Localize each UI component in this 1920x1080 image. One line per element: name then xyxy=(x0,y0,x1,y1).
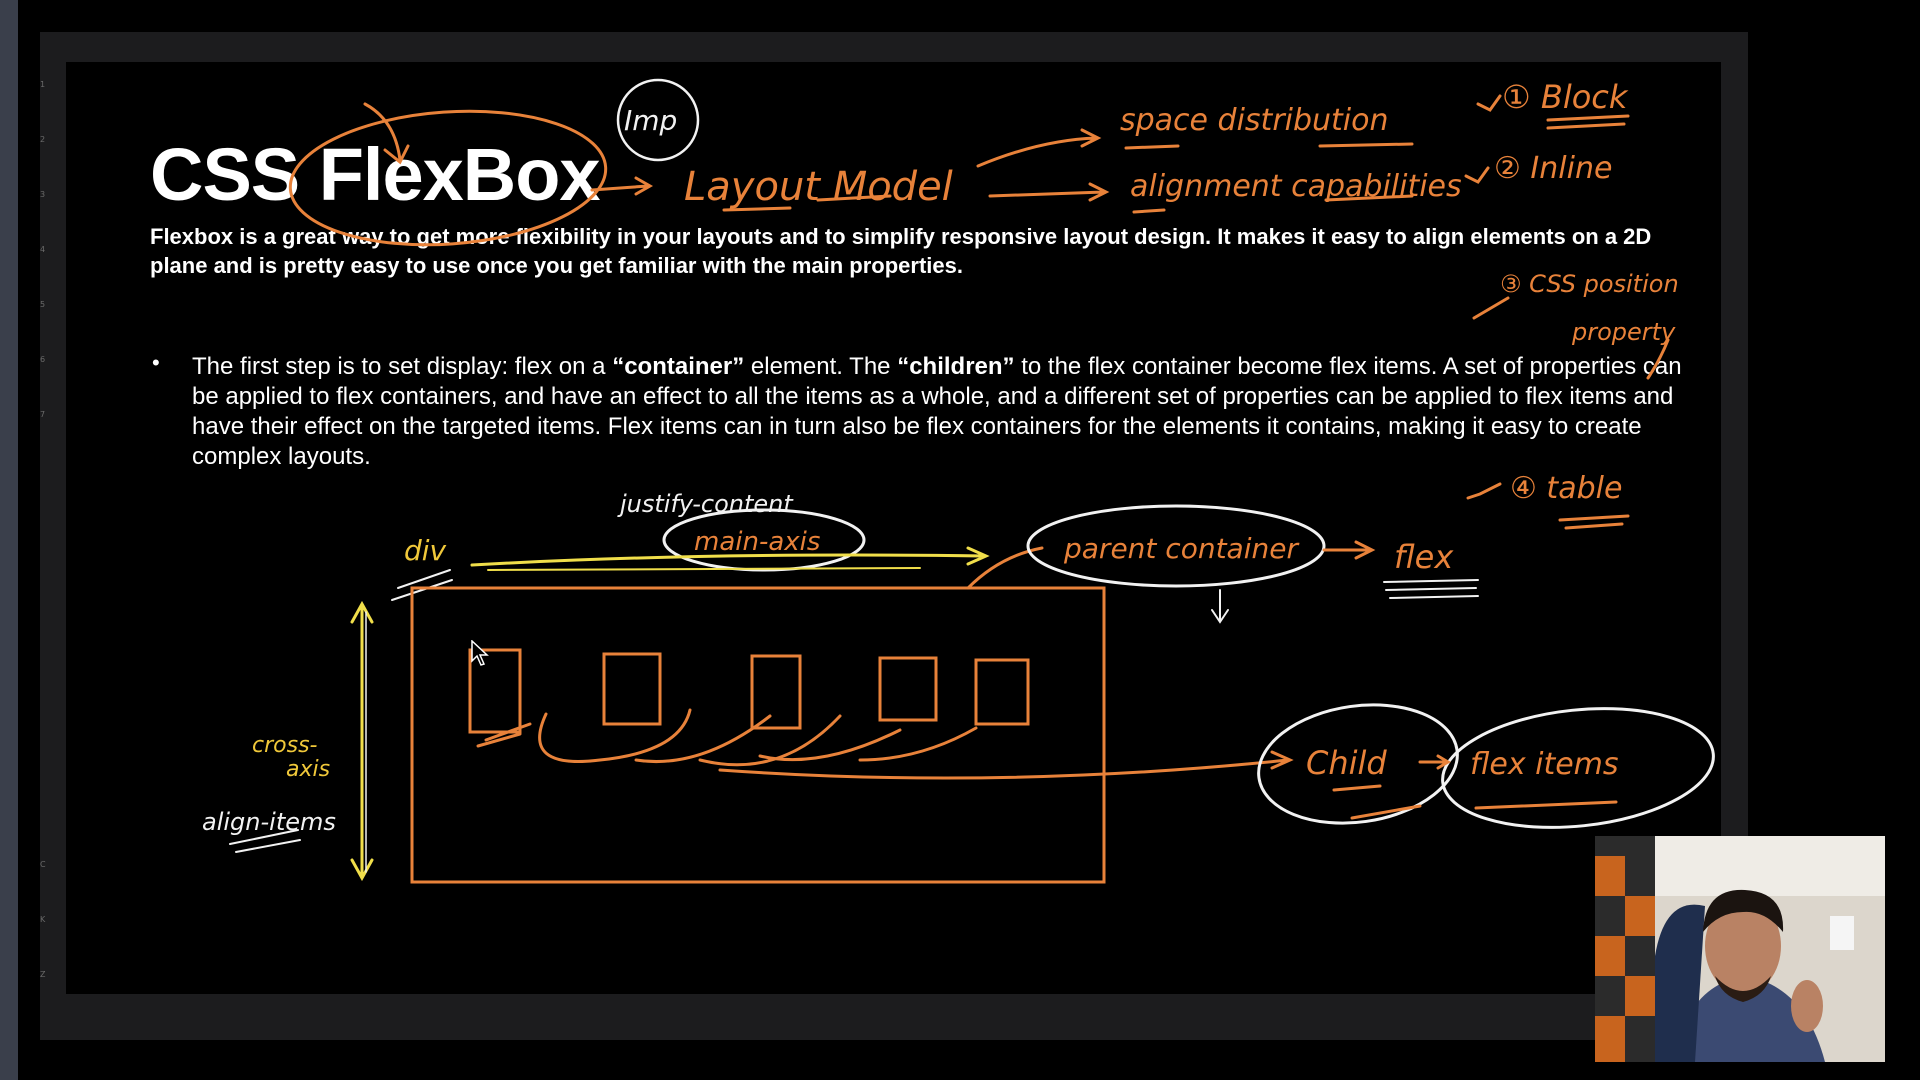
main-axis-annotation: main-axis xyxy=(694,527,820,557)
slide-bullet-text: The first step is to set display: flex o… xyxy=(192,352,1692,472)
bullet-text-part: element. The xyxy=(744,353,898,380)
container-keyword: “container” xyxy=(612,353,745,380)
child-underline xyxy=(1332,784,1618,820)
parent-container-annotation: parent container xyxy=(1063,532,1299,565)
left-sidebar-strip xyxy=(0,0,18,1080)
presenter-webcam-feed xyxy=(1595,836,1885,1062)
cross-axis-annotation-2: axis xyxy=(286,757,330,782)
flex-items-circle xyxy=(1441,707,1715,829)
arrow-to-alignment xyxy=(988,182,1110,202)
parent-container-circle xyxy=(1026,504,1326,588)
list-item-table: ④ table xyxy=(1510,471,1622,506)
alignment-capabilities-annotation: alignment capabilities xyxy=(1130,169,1462,204)
ruler-tick: 1 xyxy=(40,80,46,89)
flex-items-annotation: flex items xyxy=(1470,747,1619,782)
align-items-annotation: align-items xyxy=(202,808,336,836)
arrow-to-child xyxy=(718,750,1294,780)
main-axis-arrow xyxy=(470,546,990,567)
ruler-tick: Z xyxy=(40,970,46,979)
bullet-text-part: to the flex container become flex items.… xyxy=(192,353,1682,470)
pointer-arrow xyxy=(363,102,410,165)
flex-container-box xyxy=(410,586,1106,884)
property-hook xyxy=(1646,338,1670,380)
list-item-css-position: ③ CSS position xyxy=(1500,270,1679,298)
div-underline xyxy=(391,569,453,601)
cross-axis-annotation: cross- xyxy=(252,733,318,758)
child-circle xyxy=(1257,703,1459,825)
arrow-to-space-distribution xyxy=(976,128,1102,168)
list-item-tick xyxy=(1464,94,1510,500)
ruler-tick: 3 xyxy=(40,190,46,199)
cross-axis-arrow xyxy=(350,600,374,882)
flex-annotation: flex xyxy=(1394,538,1454,576)
arrow-to-layout-model xyxy=(590,176,654,196)
list-item-css-position-property: property xyxy=(1571,318,1676,346)
list-item-inline: ② Inline xyxy=(1494,151,1612,186)
child-connector-curves xyxy=(476,708,978,767)
bullet-point: • xyxy=(152,350,160,375)
layout-model-annotation: Layout Model xyxy=(684,164,953,210)
ruler-tick: 2 xyxy=(40,135,46,144)
flexbox-circle xyxy=(288,109,608,247)
ruler-tick: 5 xyxy=(40,300,46,309)
imp-circle xyxy=(616,78,700,162)
presenter-image xyxy=(1595,836,1885,1062)
child-box-1 xyxy=(468,648,522,734)
main-axis-circle xyxy=(662,508,866,572)
ruler-tick: C xyxy=(40,860,46,869)
ruler-tick: 4 xyxy=(40,245,46,254)
slide-title: CSS FlexBox xyxy=(150,133,601,216)
justify-content-annotation: justify-content xyxy=(617,490,794,518)
main-axis-underline xyxy=(487,567,921,571)
down-arrow xyxy=(1211,589,1229,624)
child-box-4 xyxy=(878,656,938,722)
underline xyxy=(722,114,1630,214)
child-box-3 xyxy=(750,654,802,730)
space-distribution-annotation: space distribution xyxy=(1120,103,1389,138)
underline xyxy=(1558,514,1630,530)
child-annotation: Child xyxy=(1306,744,1387,782)
child-to-flex-items-arrow xyxy=(1418,754,1451,770)
list-item-block: ① Block xyxy=(1502,78,1629,116)
connector-to-parent xyxy=(966,546,1044,590)
ruler-tick: K xyxy=(40,915,46,924)
child-box-5 xyxy=(974,658,1030,726)
arrow-to-flex xyxy=(1322,540,1376,560)
ruler-tick: 6 xyxy=(40,355,46,364)
bullet-text-part: The first step is to set display: flex o… xyxy=(192,353,613,380)
mouse-cursor-icon xyxy=(471,640,489,666)
div-annotation: div xyxy=(404,534,447,567)
imp-annotation: Imp xyxy=(624,104,677,137)
children-keyword: “children” xyxy=(897,353,1015,380)
child-box-2 xyxy=(602,652,662,726)
flex-underline xyxy=(1383,579,1479,599)
slide-ruler: 1 2 3 4 5 6 7 C K Z xyxy=(40,60,50,1000)
presentation-slide: CSS FlexBox Flexbox is a great way to ge… xyxy=(66,62,1721,994)
ruler-tick: 7 xyxy=(40,410,46,419)
align-items-underline xyxy=(229,829,301,853)
